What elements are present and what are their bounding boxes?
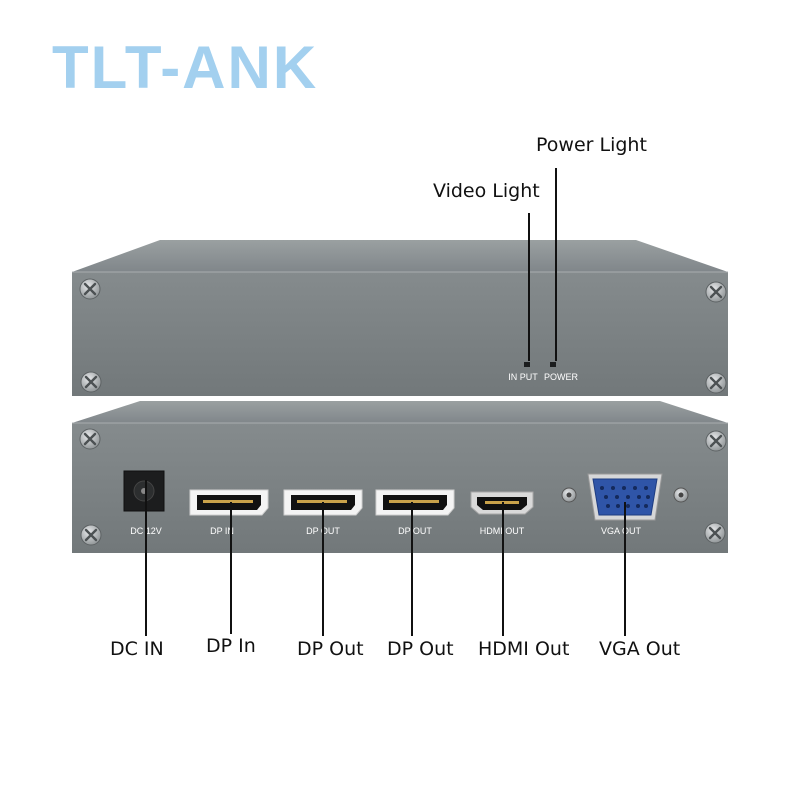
screw-icon xyxy=(78,277,102,301)
screw-icon xyxy=(79,370,103,394)
dp-out-2-port-label: DP OUT xyxy=(398,526,432,536)
dp-in-port-icon xyxy=(189,489,269,516)
dp-out-port-2-icon xyxy=(375,489,455,516)
input-led-icon xyxy=(524,362,530,367)
front-panel xyxy=(72,272,728,396)
vga-port-label: VGA OUT xyxy=(601,526,642,536)
vga-port-icon xyxy=(561,473,689,521)
power-led-label: POWER xyxy=(544,372,579,382)
brand-logo: TLT-ANK xyxy=(52,34,319,101)
screw-icon xyxy=(703,521,727,545)
screw-icon xyxy=(704,280,728,304)
dp-out-1-callout: DP Out xyxy=(297,638,364,660)
front-unit: IN PUT POWER xyxy=(72,240,728,396)
video-light-callout: Video Light xyxy=(433,180,540,202)
dc-in-callout: DC IN xyxy=(110,638,164,660)
input-led-label: IN PUT xyxy=(508,372,538,382)
power-light-callout: Power Light xyxy=(536,134,647,156)
screw-icon xyxy=(704,429,728,453)
back-unit: DC 12V DP IN DP OUT DP OUT HDMI OUT VGA … xyxy=(72,401,728,553)
back-unit-top xyxy=(72,401,728,423)
hdmi-out-callout: HDMI Out xyxy=(478,638,570,660)
screw-icon xyxy=(78,427,102,451)
screw-icon xyxy=(704,371,728,395)
power-led-icon xyxy=(550,362,556,367)
dp-in-port-label: DP IN xyxy=(210,526,234,536)
dp-out-2-callout: DP Out xyxy=(387,638,454,660)
vga-out-callout: VGA Out xyxy=(599,638,681,660)
dc-jack-icon xyxy=(123,470,165,512)
front-unit-top xyxy=(72,240,728,272)
callout-lines xyxy=(145,168,626,636)
dp-out-port-1-icon xyxy=(283,489,363,516)
dp-in-callout: DP In xyxy=(206,635,256,657)
screw-icon xyxy=(79,523,103,547)
